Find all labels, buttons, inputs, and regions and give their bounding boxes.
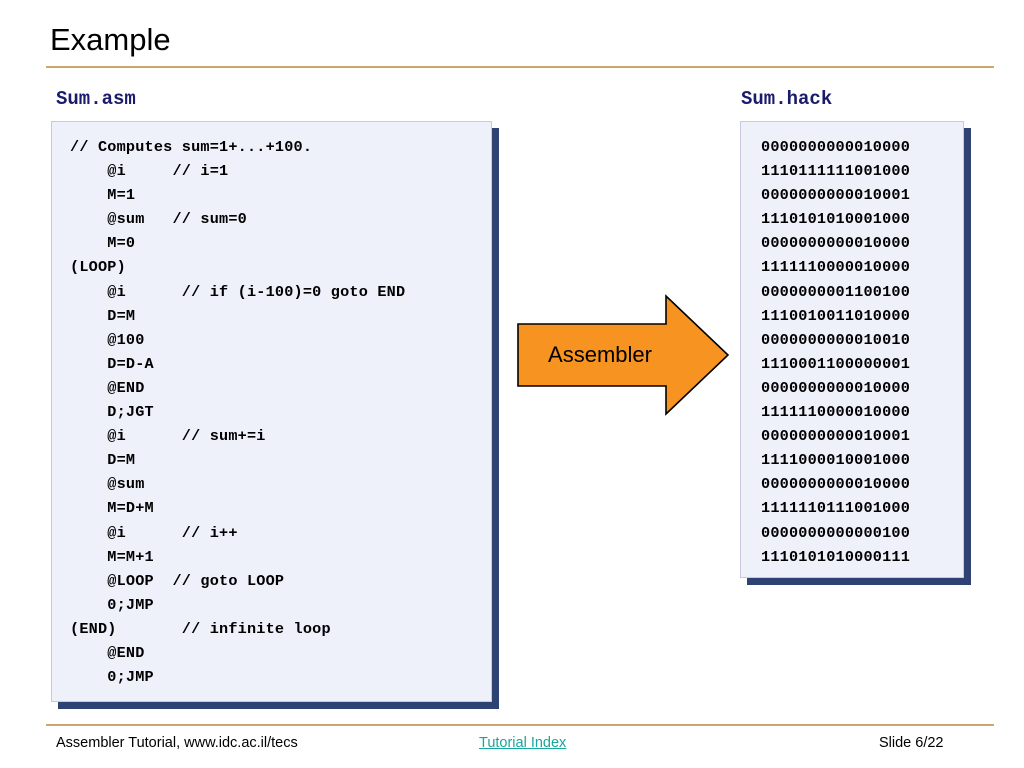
slide-number: Slide 6/22: [879, 735, 944, 751]
hack-code-text: 0000000000010000 1110111111001000 000000…: [761, 138, 911, 566]
arrow-shape-icon: [517, 294, 730, 416]
footer-divider: [46, 724, 994, 726]
hack-file-label: Sum.hack: [741, 88, 833, 110]
asm-code-text: // Computes sum=1+...+100. @i // i=1 M=1…: [70, 138, 406, 687]
footer-source-text: Assembler Tutorial, www.idc.ac.il/tecs: [56, 735, 298, 751]
page-title: Example: [50, 22, 171, 57]
asm-file-label: Sum.asm: [56, 88, 136, 110]
assembler-arrow: Assembler: [516, 294, 730, 416]
tutorial-index-link[interactable]: Tutorial Index: [479, 735, 567, 751]
title-divider: [46, 66, 994, 68]
asm-code-panel: // Computes sum=1+...+100. @i // i=1 M=1…: [51, 121, 492, 702]
right-arrow-icon: [517, 294, 730, 416]
hack-code-panel: 0000000000010000 1110111111001000 000000…: [740, 121, 964, 578]
